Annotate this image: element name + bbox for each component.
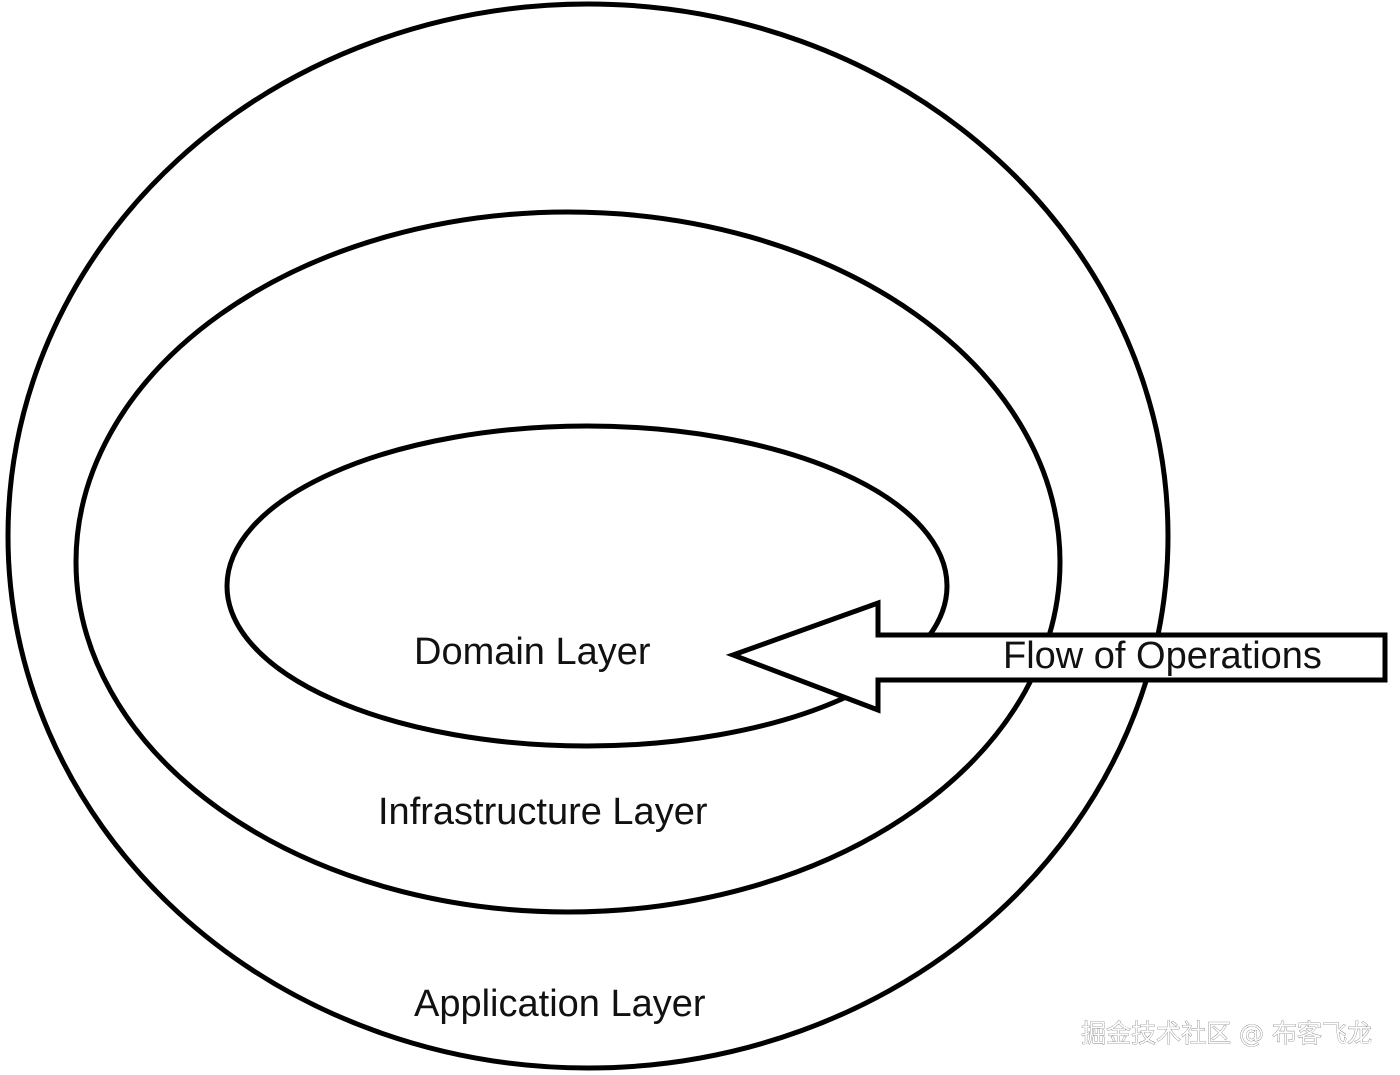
domain-layer-label: Domain Layer	[414, 631, 651, 673]
application-layer-ring	[5, 1, 1171, 1071]
domain-layer-ring	[224, 423, 950, 749]
infrastructure-layer-label: Infrastructure Layer	[378, 791, 708, 833]
flow-of-operations-arrow	[725, 599, 1388, 714]
flow-of-operations-label: Flow of Operations	[1003, 635, 1322, 677]
infrastructure-layer-ring	[73, 209, 1063, 915]
watermark-text: 掘金技术社区 @ 布客飞龙	[1081, 1019, 1372, 1048]
application-layer-label: Application Layer	[414, 983, 706, 1025]
